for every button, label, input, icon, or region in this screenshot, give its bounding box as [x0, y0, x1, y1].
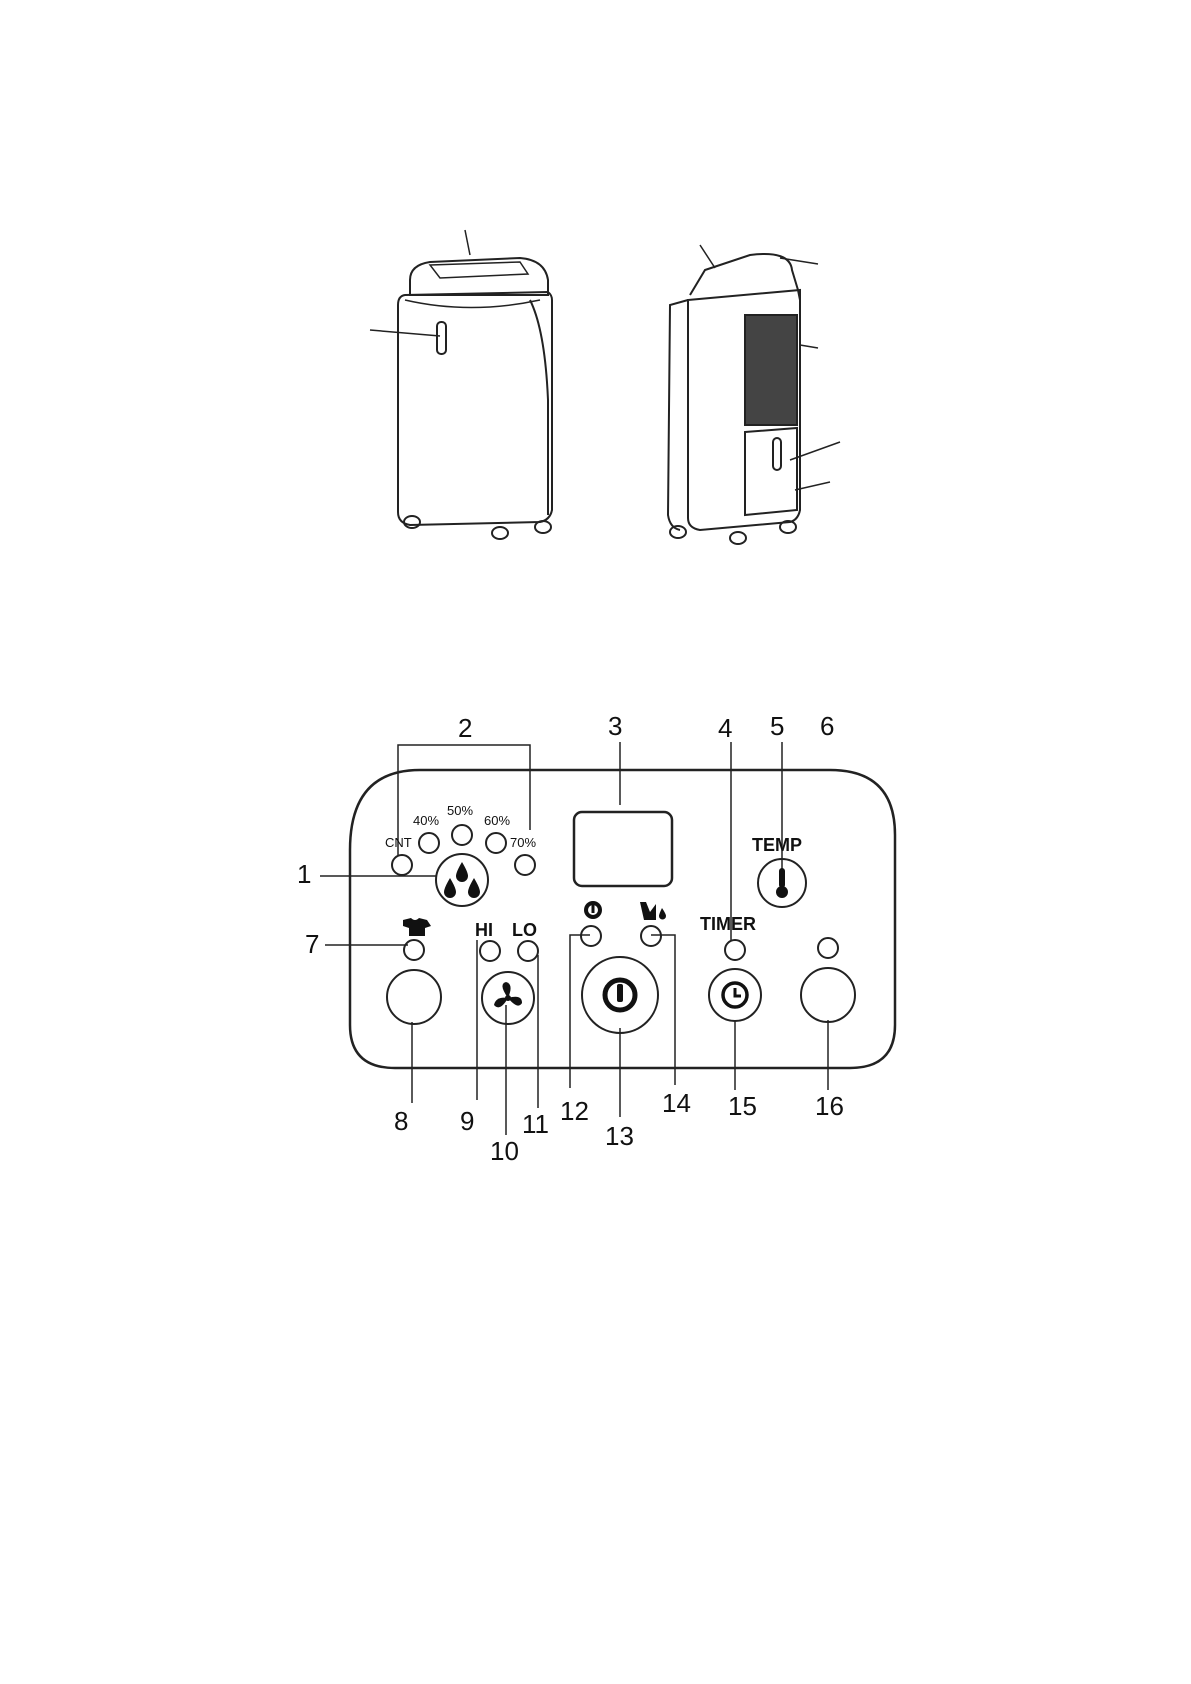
led-40 [419, 833, 439, 853]
label-70: 70% [510, 835, 536, 850]
dehumidifier-back-view [668, 245, 840, 544]
label-50: 50% [447, 803, 473, 818]
power-button[interactable] [582, 957, 658, 1033]
shirt-icon [403, 918, 431, 936]
label-lo: LO [512, 920, 537, 940]
callout-3: 3 [608, 711, 622, 741]
callout-9: 9 [460, 1106, 474, 1136]
callout-2: 2 [458, 713, 472, 743]
callout-4: 4 [718, 713, 732, 743]
label-cnt: CNT [385, 835, 412, 850]
callout-5: 5 [770, 711, 784, 741]
callout-16: 16 [815, 1091, 844, 1121]
humidity-drops-icon [444, 862, 480, 898]
dehumidifier-front-view [370, 230, 552, 539]
humidity-button[interactable] [436, 854, 488, 906]
led-50 [452, 825, 472, 845]
callout-8: 8 [394, 1106, 408, 1136]
timer-clock-icon [723, 983, 747, 1007]
power-small-icon [584, 901, 602, 919]
led-hi [480, 941, 500, 961]
callout-7: 7 [305, 929, 319, 959]
callout-1: 1 [297, 859, 311, 889]
callout-15: 15 [728, 1091, 757, 1121]
led-tank-full [641, 926, 661, 946]
callout-11: 11 [522, 1109, 549, 1139]
fan-button[interactable] [482, 972, 534, 1024]
led-70 [515, 855, 535, 875]
thermometer-icon [776, 868, 788, 898]
label-60: 60% [484, 813, 510, 828]
tank-full-icon [640, 902, 666, 920]
callout-13: 13 [605, 1121, 634, 1151]
label-temp: TEMP [752, 835, 802, 855]
laundry-button[interactable] [387, 970, 441, 1024]
label-timer: TIMER [700, 914, 756, 934]
led-60 [486, 833, 506, 853]
led-power [581, 926, 601, 946]
callout-6: 6 [820, 711, 834, 741]
callout-14: 14 [662, 1088, 691, 1118]
led-lo [518, 941, 538, 961]
display-window [574, 812, 672, 886]
led-cnt [392, 855, 412, 875]
power-icon [605, 980, 635, 1010]
led-timer [725, 940, 745, 960]
fan-icon [494, 982, 522, 1007]
led-6 [818, 938, 838, 958]
timer-button[interactable] [709, 969, 761, 1021]
leader-lines [320, 742, 828, 1135]
control-panel: 1 2 3 4 5 6 7 8 9 10 11 12 13 14 15 16 [297, 711, 895, 1166]
callout-10: 10 [490, 1136, 519, 1166]
button-16[interactable] [801, 968, 855, 1022]
label-hi: HI [475, 920, 493, 940]
led-laundry [404, 940, 424, 960]
air-filter-grille [745, 315, 797, 425]
callout-12: 12 [560, 1096, 589, 1126]
label-40: 40% [413, 813, 439, 828]
